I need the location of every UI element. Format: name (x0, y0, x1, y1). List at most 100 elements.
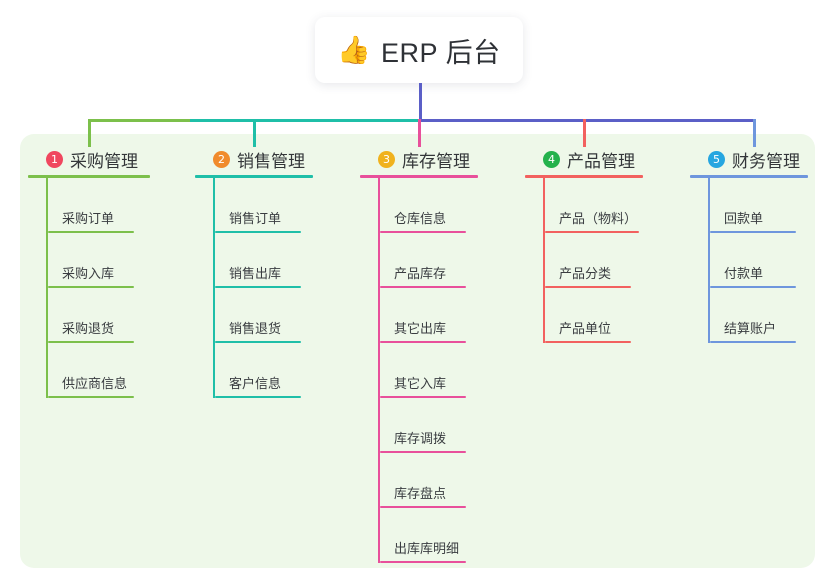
branch-items-5: 回款单付款单结算账户 (690, 178, 808, 343)
leaf-underline (545, 286, 631, 288)
leaf-underline (48, 286, 134, 288)
leaf-underline (380, 506, 466, 508)
branch-column-5: 5 财务管理回款单付款单结算账户 (690, 144, 808, 343)
leaf-node[interactable]: 其它出库 (378, 288, 478, 343)
leaf-underline (380, 286, 466, 288)
drop-line-4 (583, 119, 586, 147)
branch-underline-4 (525, 175, 643, 178)
branch-header-5[interactable]: 5 财务管理 (690, 144, 808, 174)
leaf-label: 付款单 (724, 266, 764, 281)
bus-segment-purple (420, 119, 756, 122)
branch-badge-5: 5 (708, 150, 725, 168)
branch-title-5: 财务管理 (732, 151, 800, 171)
leaf-node[interactable]: 销售退货 (213, 288, 313, 343)
branch-underline-3 (360, 175, 478, 178)
branch-trunk-3 (378, 178, 380, 563)
leaf-underline (380, 231, 466, 233)
branch-header-3[interactable]: 3 库存管理 (360, 144, 478, 174)
bus-segment-green (88, 119, 192, 122)
branch-title-1: 采购管理 (70, 151, 138, 171)
branch-items-1: 采购订单采购入库采购退货供应商信息 (28, 178, 150, 398)
leaf-label: 库存盘点 (394, 486, 447, 501)
leaf-label: 采购入库 (62, 266, 115, 281)
leaf-label: 销售订单 (229, 211, 282, 226)
leaf-node[interactable]: 产品库存 (378, 233, 478, 288)
branch-title-2: 销售管理 (237, 151, 305, 171)
leaf-label: 仓库信息 (394, 211, 447, 226)
leaf-underline (215, 396, 301, 398)
leaf-node[interactable]: 采购订单 (46, 178, 150, 233)
leaf-node[interactable]: 客户信息 (213, 343, 313, 398)
leaf-label: 产品单位 (559, 321, 612, 336)
branch-items-3: 仓库信息产品库存其它出库其它入库库存调拨库存盘点出库库明细 (360, 178, 478, 563)
leaf-node[interactable]: 采购退货 (46, 288, 150, 343)
leaf-label: 结算账户 (724, 321, 777, 336)
diagram-panel (20, 134, 815, 568)
leaf-node[interactable]: 供应商信息 (46, 343, 150, 398)
branch-badge-3: 3 (378, 150, 395, 168)
root-node-title: ERP 后台 (381, 37, 501, 68)
leaf-node[interactable]: 销售出库 (213, 233, 313, 288)
branch-header-2[interactable]: 2 销售管理 (195, 144, 313, 174)
root-node-erp-backend[interactable]: 👍 ERP 后台 (315, 17, 523, 83)
leaf-label: 销售退货 (229, 321, 282, 336)
branch-column-2: 2 销售管理销售订单销售出库销售退货客户信息 (195, 144, 313, 398)
leaf-underline (380, 561, 466, 563)
leaf-label: 出库库明细 (394, 541, 460, 556)
branch-title-4: 产品管理 (567, 151, 635, 171)
branch-trunk-2 (213, 178, 215, 398)
leaf-underline (545, 341, 631, 343)
leaf-underline (380, 396, 466, 398)
leaf-underline (48, 231, 134, 233)
branch-trunk-4 (543, 178, 545, 343)
leaf-label: 采购订单 (62, 211, 115, 226)
leaf-node[interactable]: 产品（物料） (543, 178, 643, 233)
leaf-node[interactable]: 产品单位 (543, 288, 643, 343)
branch-underline-2 (195, 175, 313, 178)
leaf-node[interactable]: 产品分类 (543, 233, 643, 288)
branch-trunk-5 (708, 178, 710, 343)
leaf-node[interactable]: 出库库明细 (378, 508, 478, 563)
branch-column-4: 4 产品管理产品（物料） 产品分类产品单位 (525, 144, 643, 343)
branch-underline-5 (690, 175, 808, 178)
leaf-label: 产品库存 (394, 266, 447, 281)
leaf-underline (48, 396, 134, 398)
leaf-underline (215, 231, 301, 233)
leaf-label: 产品分类 (559, 266, 612, 281)
drop-line-5 (753, 119, 756, 147)
thumbs-up-icon: 👍 (337, 34, 372, 65)
leaf-node[interactable]: 结算账户 (708, 288, 808, 343)
leaf-node[interactable]: 其它入库 (378, 343, 478, 398)
leaf-underline (215, 341, 301, 343)
leaf-node[interactable]: 采购入库 (46, 233, 150, 288)
branch-underline-1 (28, 175, 150, 178)
leaf-underline (380, 451, 466, 453)
leaf-underline (545, 231, 639, 233)
drop-line-3 (418, 119, 421, 147)
branch-badge-2: 2 (213, 150, 230, 168)
drop-line-1 (88, 119, 91, 147)
branch-badge-4: 4 (543, 150, 560, 168)
leaf-underline (710, 341, 796, 343)
leaf-underline (380, 341, 466, 343)
bus-segment-teal (190, 119, 422, 122)
leaf-node[interactable]: 库存调拨 (378, 398, 478, 453)
branch-title-3: 库存管理 (402, 151, 470, 171)
leaf-label: 其它入库 (394, 376, 447, 391)
leaf-node[interactable]: 回款单 (708, 178, 808, 233)
leaf-node[interactable]: 付款单 (708, 233, 808, 288)
leaf-label: 回款单 (724, 211, 764, 226)
leaf-label: 客户信息 (229, 376, 282, 391)
branch-items-4: 产品（物料） 产品分类产品单位 (525, 178, 643, 343)
branch-trunk-1 (46, 178, 48, 398)
leaf-label: 供应商信息 (62, 376, 128, 391)
leaf-node[interactable]: 仓库信息 (378, 178, 478, 233)
branch-header-4[interactable]: 4 产品管理 (525, 144, 643, 174)
leaf-label: 库存调拨 (394, 431, 447, 446)
leaf-node[interactable]: 库存盘点 (378, 453, 478, 508)
leaf-label: 采购退货 (62, 321, 115, 336)
leaf-node[interactable]: 销售订单 (213, 178, 313, 233)
